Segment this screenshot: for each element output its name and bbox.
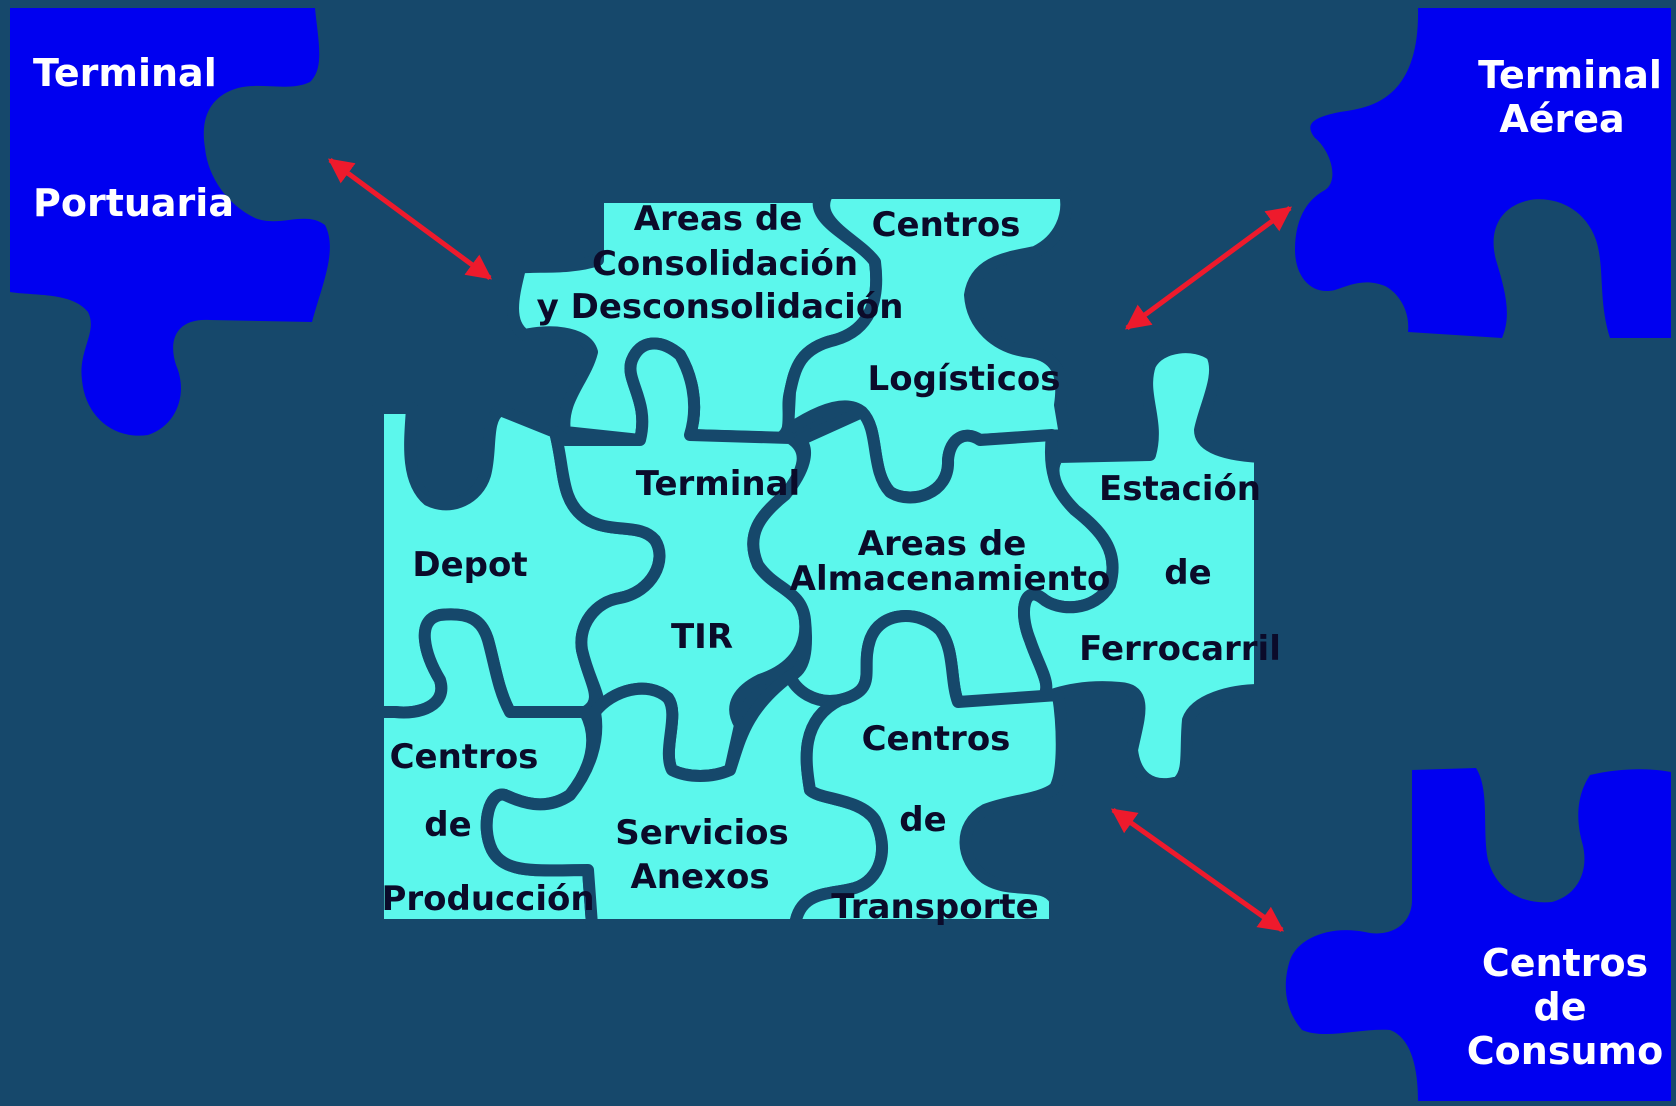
label-almacenamiento-1: Areas de [857, 524, 1027, 564]
label-ferrocarril-2: de [1164, 553, 1212, 593]
label-consolidacion-2: Consolidación [591, 244, 859, 284]
label-almacenamiento-2: Almacenamiento [789, 559, 1111, 599]
label-ferrocarril-3: Ferrocarril [1079, 629, 1281, 669]
label-depot: Depot [412, 545, 528, 585]
label-centros-transporte-1: Centros [861, 719, 1011, 759]
label-centros-produccion-3: Producción [381, 879, 595, 919]
label-centros-consumo-2: de [1533, 985, 1587, 1029]
label-terminal-tir-1: Terminal [635, 464, 801, 504]
label-terminal-portuaria-2: Portuaria [33, 181, 234, 225]
label-ferrocarril-1: Estación [1098, 469, 1262, 509]
arrow-portuaria [327, 157, 493, 281]
label-centros-produccion-1: Centros [389, 737, 539, 777]
label-centros-logisticos-1: Centros [871, 205, 1021, 245]
outer-piece-terminal-aerea [1295, 8, 1671, 338]
piece-centros-transporte [789, 610, 1068, 931]
label-centros-consumo-3: Consumo [1466, 1029, 1664, 1073]
label-terminal-aerea-2: Aérea [1499, 97, 1625, 141]
label-centros-logisticos-2: Logísticos [867, 359, 1061, 399]
label-terminal-portuaria-1: Terminal [33, 51, 217, 95]
label-terminal-aerea-1: Terminal [1478, 53, 1662, 97]
label-consolidacion-3: y Desconsolidación [536, 287, 904, 327]
label-centros-transporte-3: Transporte [831, 887, 1039, 927]
arrow-aerea [1124, 205, 1293, 331]
piece-terminal-tir [549, 337, 812, 782]
label-servicios-anexos-1: Servicios [615, 813, 789, 853]
piece-ferrocarril [1018, 341, 1266, 791]
label-terminal-tir-2: TIR [670, 617, 734, 657]
label-servicios-anexos-2: Anexos [630, 857, 770, 897]
label-consolidacion-1: Areas de [633, 199, 803, 239]
arrow-consumo [1110, 807, 1285, 933]
label-centros-transporte-2: de [899, 800, 947, 840]
inner-puzzle [372, 187, 1266, 931]
label-centros-consumo-1: Centros [1481, 941, 1649, 985]
outer-piece-terminal-portuaria [10, 8, 330, 436]
label-centros-produccion-2: de [424, 805, 472, 845]
outer-piece-centros-consumo [1285, 768, 1671, 1101]
